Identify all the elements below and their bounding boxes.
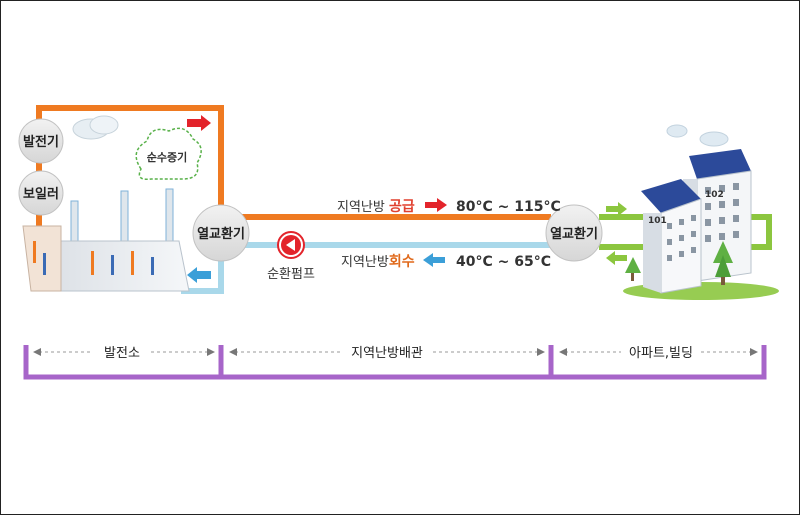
return-prefix: 지역난방 (341, 255, 389, 270)
building-out-arrow-icon (606, 251, 627, 265)
return-arrow-icon (187, 267, 211, 283)
boiler-label: 보일러 (23, 186, 59, 202)
generator-label: 발전기 (23, 134, 59, 150)
building-in-arrow-icon (606, 202, 627, 216)
supply-flow-label: 지역난방 공급 80°C ~ 115°C (337, 198, 561, 215)
pump-label: 순환펌프 (267, 267, 315, 282)
return-accent: 회수 (389, 254, 415, 270)
return-pipe (181, 242, 551, 294)
svg-text:지역난방 공급: 지역난방 공급 (337, 199, 415, 215)
heat-exchanger-right: 열교환기 (545, 204, 603, 262)
return-flow-label: 지역난방회수 40°C ~ 65°C (341, 253, 551, 270)
pump-play-icon (286, 239, 295, 251)
heat-exchanger-left: 열교환기 (192, 204, 250, 262)
building-101-label: 101 (648, 216, 667, 226)
hx-right-label: 열교환기 (550, 226, 598, 242)
section-label-buildings: 아파트,빌딩 (629, 346, 693, 361)
supply-prefix: 지역난방 (337, 200, 389, 215)
return-flow-arrow-icon (423, 253, 445, 267)
section-label-plant: 발전소 (104, 346, 140, 361)
section-brackets: 발전소 지역난방배관 아파트,빌딩 (23, 345, 767, 380)
supply-arrow-icon (187, 115, 211, 131)
hx-left-label: 열교환기 (197, 226, 245, 242)
supply-flow-arrow-icon (425, 198, 447, 212)
svg-text:지역난방회수: 지역난방회수 (341, 254, 415, 270)
boiler-node: 보일러 (18, 170, 64, 216)
supply-temp: 80°C ~ 115°C (456, 199, 561, 215)
section-label-pipeline: 지역난방배관 (351, 346, 423, 361)
building-102-label: 102 (705, 190, 724, 200)
apartment-buildings: 102 101 (623, 124, 779, 300)
generator-node: 발전기 (18, 118, 64, 164)
supply-accent: 공급 (389, 199, 415, 215)
circulation-pump: 순환펌프 (267, 231, 315, 282)
steam-cloud: 순수증기 (135, 127, 202, 181)
power-plant-illustration (22, 115, 190, 292)
steam-label: 순수증기 (147, 150, 187, 164)
return-temp: 40°C ~ 65°C (456, 254, 551, 270)
section-bracket-line (23, 345, 767, 380)
